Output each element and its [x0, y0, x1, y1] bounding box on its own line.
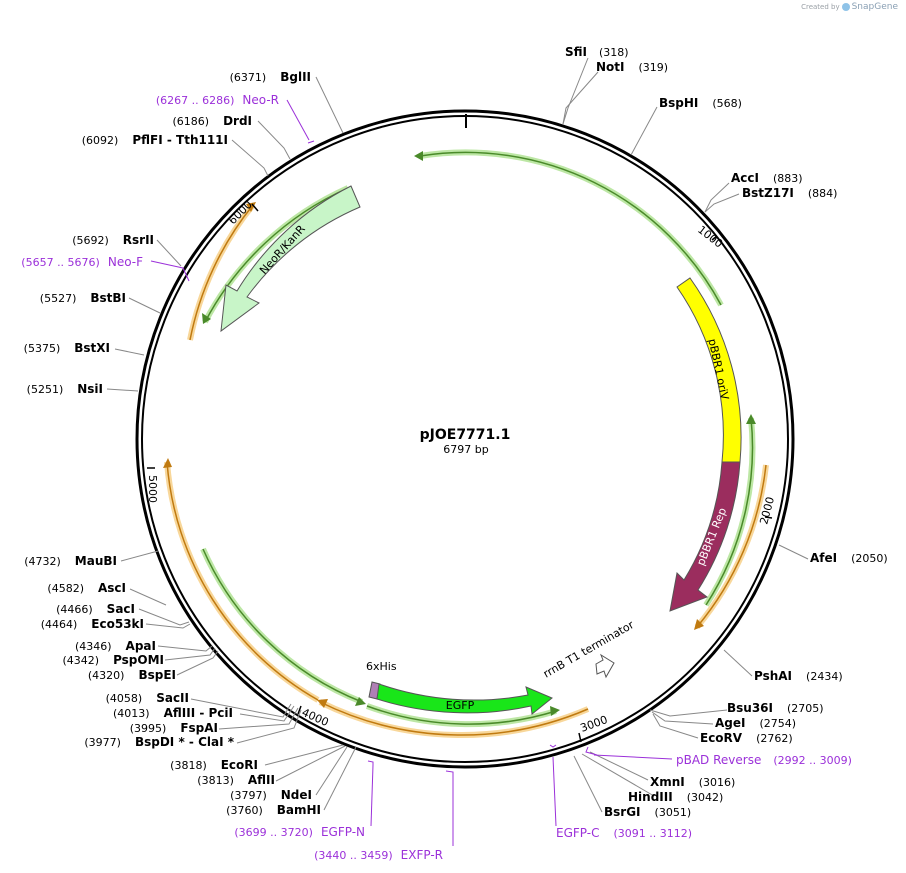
enzyme-bsphi[interactable]: BspHI(568)	[659, 96, 742, 110]
orf-orange-base-arrow	[317, 699, 328, 708]
enzyme-xmni[interactable]: XmnI(3016)	[650, 775, 735, 789]
enzyme-saci[interactable]: (4466)SacI	[56, 602, 135, 616]
tick-3000: 3000	[578, 713, 610, 743]
orf-arc-egfp-line	[366, 705, 557, 725]
primer-pbad-reverse[interactable]: pBAD Reverse(2992 .. 3009)	[676, 753, 852, 767]
feature-rrnb-terminator-label: rrnB T1 terminator	[541, 618, 637, 681]
primer-leaders	[150, 99, 673, 846]
enzyme-eco53ki[interactable]: (4464)Eco53kI	[41, 617, 144, 631]
enzyme-ecori[interactable]: (3818)EcoRI	[170, 758, 258, 772]
enzyme-acci[interactable]: AccI(883)	[731, 171, 803, 185]
feature-pbbr1-oriv[interactable]	[676, 277, 742, 463]
enzyme-drdi[interactable]: (6186)DrdI	[172, 114, 252, 128]
enzyme-fspai[interactable]: (3995)FspAI	[130, 721, 218, 735]
snapgene-logo-icon	[841, 3, 850, 11]
enzyme-bsrgi[interactable]: BsrGI(3051)	[604, 805, 691, 819]
tick-5000: 5000	[146, 467, 159, 503]
orf-arc-egfp-arrow	[550, 706, 560, 716]
enzyme-bamhi[interactable]: (3760)BamHI	[226, 803, 321, 817]
enzyme-aflii[interactable]: (3813)AflII	[197, 773, 275, 787]
enzyme-bstz17i[interactable]: BstZ17I(884)	[742, 186, 837, 200]
primer-egfp-n[interactable]: (3699 .. 3720)EGFP-N	[234, 825, 365, 839]
enzyme-nsii[interactable]: (5251)NsiI	[27, 382, 103, 396]
feature-neor-kanr[interactable]	[220, 185, 361, 333]
enzyme-asci[interactable]: (4582)AscI	[47, 581, 126, 595]
feature-6xhis-label: 6xHis	[366, 660, 397, 673]
enzyme-ecorv[interactable]: EcoRV(2762)	[700, 731, 793, 745]
primer-egfp-c[interactable]: EGFP-C(3091 .. 3112)	[556, 826, 692, 840]
orf-arc-top-line	[419, 151, 722, 306]
enzyme-afliii-pcii[interactable]: (4013)AflIII - PciI	[113, 706, 233, 720]
enzyme-bsu36i[interactable]: Bsu36I(2705)	[727, 701, 824, 715]
enzyme-pspomi[interactable]: (4342)PspOMI	[62, 653, 164, 667]
primer-exfp-r[interactable]: (3440 .. 3459)EXFP-R	[314, 848, 443, 862]
enzyme-sfii[interactable]: SfiI(318)	[565, 45, 629, 59]
tick-label-5000: 5000	[146, 475, 159, 503]
enzyme-leaders	[106, 57, 809, 813]
tick-label-3000: 3000	[579, 713, 610, 735]
orf-orange-bottom-arrow	[163, 458, 172, 468]
enzyme-ndei[interactable]: (3797)NdeI	[230, 788, 312, 802]
orf-arc-bottom-line	[202, 548, 363, 703]
primer-labels: (6267 .. 6286)Neo-R (5657 .. 5676)Neo-F …	[21, 93, 852, 862]
orf-orange-left	[187, 203, 256, 341]
feature-pbbr1-rep[interactable]	[669, 461, 741, 612]
enzyme-bspei[interactable]: (4320)BspEI	[88, 668, 176, 682]
enzyme-pflfi-tth111i[interactable]: (6092)PflFI - Tth111I	[82, 133, 228, 147]
orf-orange-right-arrow	[694, 619, 704, 630]
enzyme-bstxi[interactable]: (5375)BstXI	[24, 341, 110, 355]
feature-egfp[interactable]	[376, 683, 553, 715]
backbone-outer	[135, 109, 795, 769]
orf-orange-bottom-line	[166, 461, 319, 701]
enzyme-bspdi-clai[interactable]: (3977)BspDI * - ClaI *	[84, 735, 234, 749]
enzyme-agei[interactable]: AgeI(2754)	[715, 716, 796, 730]
credit-brand: SnapGene	[851, 2, 898, 12]
enzyme-noti[interactable]: NotI(319)	[596, 60, 668, 74]
plasmid-name: pJOE7771.1	[420, 427, 511, 443]
enzyme-apai[interactable]: (4346)ApaI	[75, 639, 156, 653]
enzyme-pshai[interactable]: PshAI(2434)	[754, 669, 843, 683]
orf-orange-left-line	[189, 204, 254, 341]
credit-prefix: Created by	[801, 3, 840, 11]
orf-orange-right-line	[696, 464, 767, 628]
credit: Created by SnapGene	[801, 2, 898, 12]
orf-arc-right-line	[705, 417, 754, 606]
plasmid-length: 6797 bp	[443, 443, 488, 456]
enzyme-labels: SfiI(318) NotI(319) BspHI(568) AccI(883)…	[24, 45, 888, 819]
primer-neo-f[interactable]: (5657 .. 5676)Neo-F	[21, 255, 143, 269]
enzyme-rsrii[interactable]: (5692)RsrII	[72, 233, 154, 247]
feature-egfp-label: EGFP	[446, 699, 475, 712]
orf-arc-right-arrow	[746, 414, 756, 424]
orf-arc-neo-arrow	[202, 313, 211, 324]
orf-arc-bottom-arrow	[355, 697, 366, 706]
enzyme-sacii[interactable]: (4058)SacII	[106, 691, 189, 705]
enzyme-maubi[interactable]: (4732)MauBI	[24, 554, 117, 568]
enzyme-hindiii[interactable]: HindIII(3042)	[628, 790, 723, 804]
enzyme-bglii[interactable]: (6371)BglII	[230, 70, 311, 84]
orf-orange-base-line	[319, 701, 589, 736]
enzyme-afei[interactable]: AfeI(2050)	[810, 551, 888, 565]
orf-arc-top-arrow	[414, 151, 423, 161]
orf-arc-neo-line	[204, 187, 349, 323]
feature-rrnb-terminator[interactable]	[595, 653, 615, 679]
primer-neo-r[interactable]: (6267 .. 6286)Neo-R	[156, 93, 279, 107]
orf-orange-left-arrow	[246, 202, 256, 212]
enzyme-bstbi[interactable]: (5527)BstBI	[40, 291, 126, 305]
orf-arc-top	[419, 149, 724, 307]
